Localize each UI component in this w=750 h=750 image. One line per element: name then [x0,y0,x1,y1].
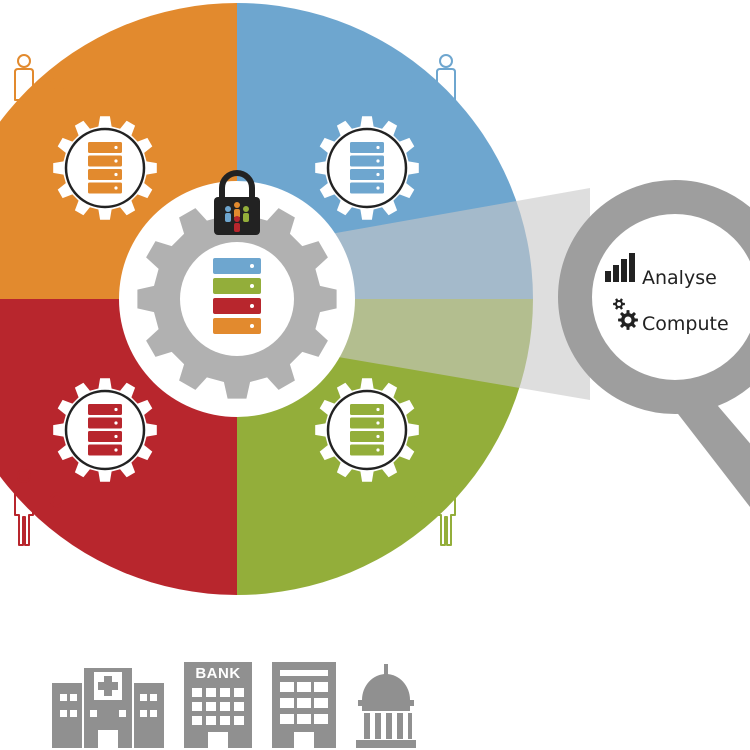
key-icon [385,492,426,508]
bank-icon: BANK [184,662,252,748]
gear-shape [315,116,419,220]
gear-shape [53,116,157,220]
person-icon [14,469,34,546]
key-icon [385,77,426,93]
person-icon [436,54,456,131]
magnifier-handle [675,385,750,508]
key-icon [49,77,90,93]
gear-inner-ring [326,127,408,209]
key-icon [49,492,90,508]
magnifier-icon: Analyse Compute [558,180,750,508]
gear-shape [315,378,419,482]
stack-layer-red [213,298,261,314]
server-icon [350,404,384,456]
server-icon [88,404,122,456]
gear-inner-ring [326,389,408,471]
server-gear-orange [53,116,157,220]
gear-inner-ring [64,127,146,209]
server-gear-green [315,378,419,482]
server-gear-red [53,378,157,482]
hospital-icon [52,668,164,748]
padlock-icon [214,170,260,235]
magnifier-ring [558,180,750,414]
government-building-icon [356,664,416,748]
gears-icon [613,298,638,330]
magnifier-beam [268,188,590,400]
person-icon [14,54,34,131]
gear-shape [53,378,157,482]
stack-layer-green [213,278,261,294]
server-icon [88,142,122,194]
server-icon [350,142,384,194]
analyse-label: Analyse [642,267,717,289]
person-icon [436,469,456,546]
stack-layer-blue [213,258,261,274]
database-stack-icon [213,258,261,334]
server-gear-blue [315,116,419,220]
gear-inner-ring [64,389,146,471]
stack-layer-orange [213,318,261,334]
compute-label: Compute [642,313,729,335]
bank-label: BANK [195,665,240,682]
office-building-icon [272,662,336,748]
bar-chart-icon [605,253,635,282]
